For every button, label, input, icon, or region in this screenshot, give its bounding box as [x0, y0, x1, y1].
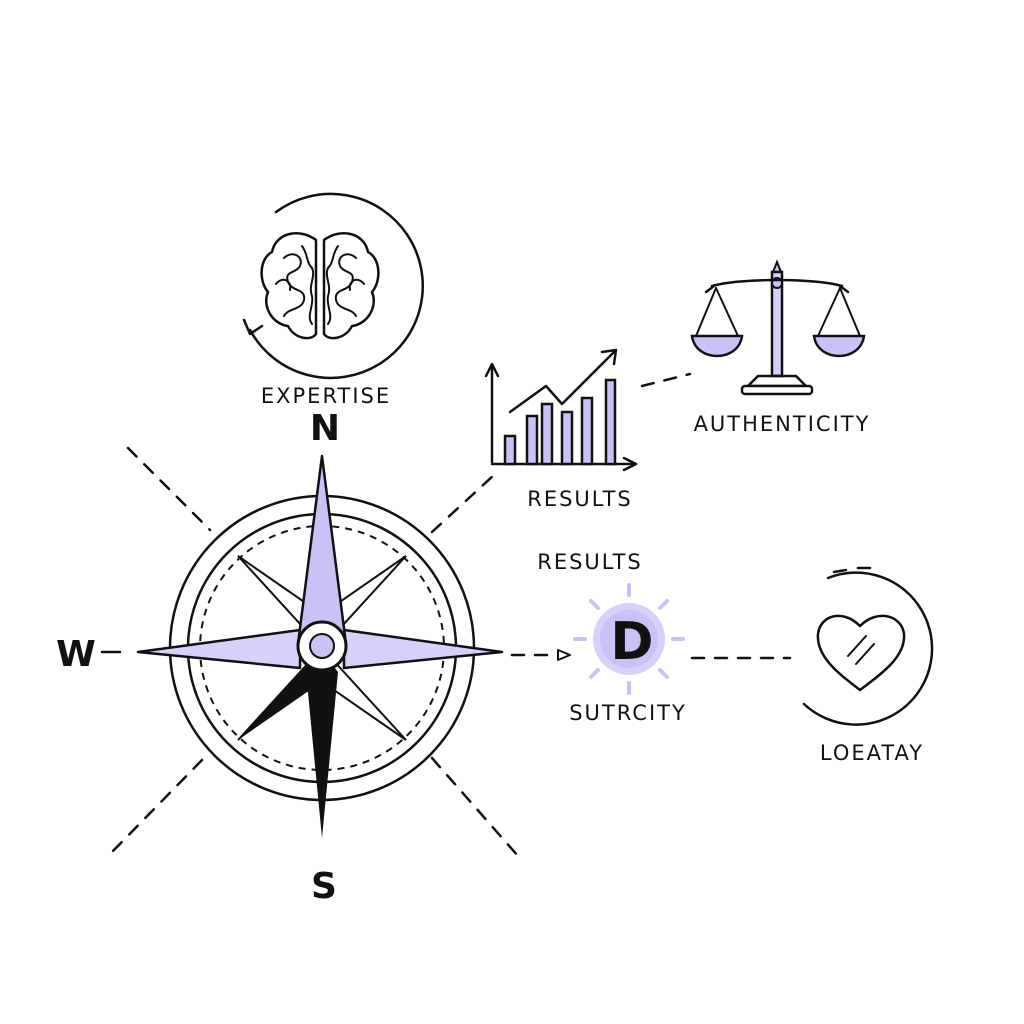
sun-badge-icon: D — [573, 583, 685, 695]
node-results-chart: RESULTS — [484, 348, 638, 511]
compass-hub-center — [309, 633, 335, 659]
compass: N W S — [56, 408, 520, 907]
compass-label-west: W — [56, 634, 96, 675]
expertise-cycle-arrowhead — [242, 318, 264, 336]
compass-point-east — [342, 628, 504, 670]
authenticity-label: AUTHENTICITY — [694, 412, 871, 436]
compass-label-south: S — [311, 866, 337, 907]
bar-chart-icon — [484, 348, 638, 472]
connector-compass-badge-arrowhead — [557, 649, 571, 661]
node-expertise: EXPERTISE — [242, 192, 424, 408]
loeatay-label: LOEATAY — [820, 741, 924, 765]
heart-cycle-arc — [802, 571, 934, 726]
heart-cycle-arc-dashes — [832, 566, 872, 574]
ray-northeast — [430, 473, 496, 534]
expertise-cycle-arc — [248, 192, 424, 380]
compass-needle-north — [296, 454, 348, 646]
compass-needle-south — [306, 652, 338, 838]
scales-icon — [690, 259, 866, 396]
ray-southwest — [110, 758, 204, 854]
results-center-label: RESULTS — [537, 550, 643, 574]
ray-southeast — [430, 756, 520, 858]
node-results-center: RESULTS D SUTRCITY — [510, 550, 687, 725]
node-authenticity: AUTHENTICITY — [690, 259, 871, 436]
heart-shine — [847, 635, 875, 665]
sutrcity-label: SUTRCITY — [569, 701, 687, 725]
badge-glyph: D — [610, 612, 653, 672]
compass-label-north: N — [310, 408, 340, 449]
compass-point-west — [136, 628, 302, 670]
node-loeatay: LOEATAY — [802, 566, 934, 765]
results-chart-label: RESULTS — [527, 487, 633, 511]
ray-northwest — [126, 446, 212, 532]
expertise-label: EXPERTISE — [261, 384, 391, 408]
connector-results-authenticity — [640, 372, 692, 388]
brain-icon — [260, 232, 380, 340]
heart-icon — [816, 614, 906, 692]
